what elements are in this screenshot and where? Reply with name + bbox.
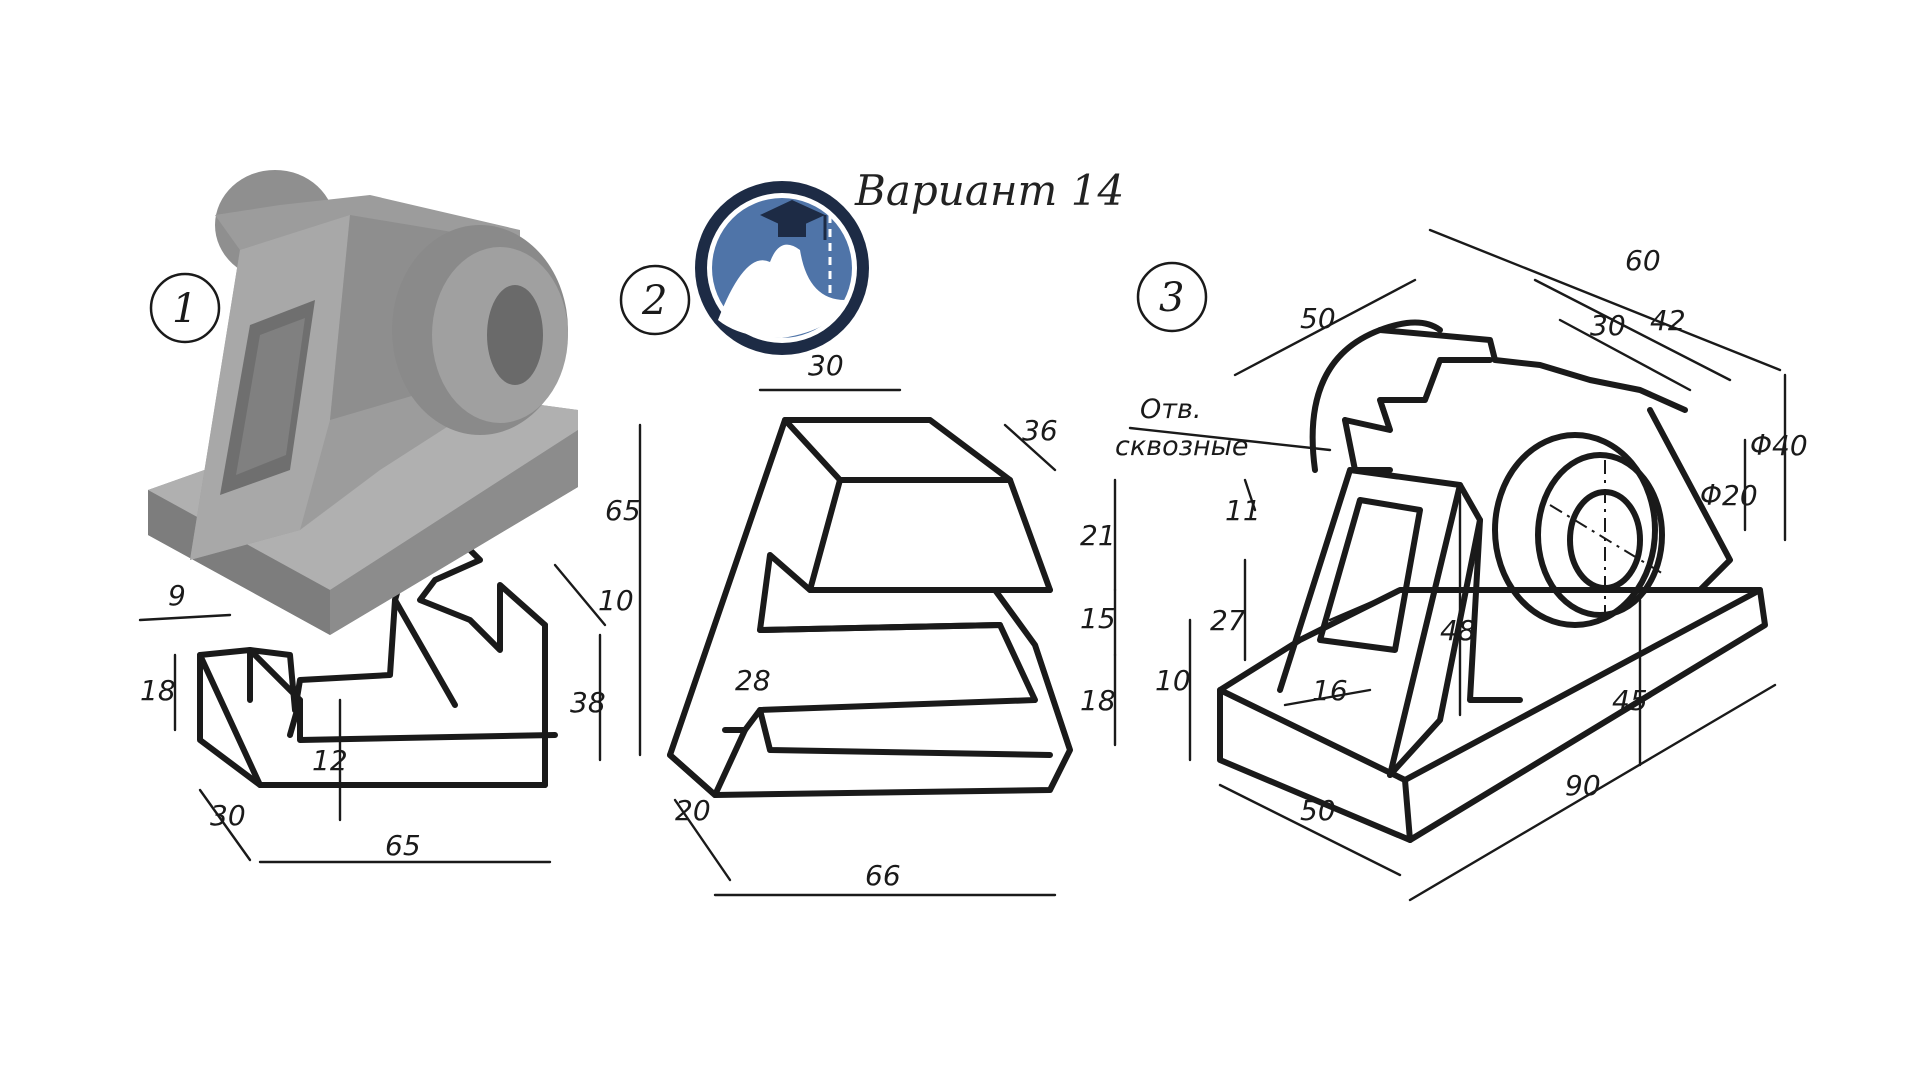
dim-fig3-60: 60 [1625,244,1661,277]
dim-fig3-50b: 50 [1300,794,1336,827]
dim-fig2-66: 66 [865,859,901,892]
dim-fig3-50: 50 [1300,302,1336,335]
dim-fig2-15: 15 [1080,602,1116,635]
dim-fig2-36: 36 [1022,414,1058,447]
dim-fig2-30: 30 [808,349,844,382]
note-line-2: сквозные [1115,431,1249,462]
dim-fig1-10: 10 [598,584,634,617]
dim-fig2-18: 18 [1080,684,1116,717]
dim-fig3-90: 90 [1565,769,1601,802]
figure-number-1: 1 [172,286,197,332]
dim-fig1-18: 18 [140,674,176,707]
dim-fig3-30: 30 [1590,309,1626,342]
dim-fig2-28: 28 [735,664,771,697]
dim-fig1-9: 9 [168,579,186,612]
figure-3-drawing: 3 [1115,228,1808,902]
dim-fig1-30: 30 [210,799,246,832]
dim-fig3-10: 10 [1155,664,1191,697]
dim-fig3-48: 48 [1440,614,1476,647]
dim-fig1-12: 12 [312,744,348,777]
dim-fig3-16: 16 [1312,674,1348,707]
dim-fig3-27: 27 [1210,604,1246,637]
dim-fig3-phi20: Φ20 [1700,479,1758,512]
variant-title: Вариант 14 [854,166,1124,215]
dim-fig1-65: 65 [385,829,421,862]
dim-fig3-phi40: Φ40 [1750,429,1808,462]
figure-number-3: 3 [1159,275,1184,321]
figure-2-drawing: 2 30 36 65 21 15 18 28 20 66 [605,264,1117,897]
figure-1-drawing: 1 9 18 12 30 65 38 10 [138,272,634,864]
graduation-cap-logo [695,181,869,355]
dim-fig2-65: 65 [605,494,641,527]
dim-fig2-21: 21 [1080,519,1116,552]
dim-fig3-11: 11 [1225,494,1261,527]
dim-fig1-38: 38 [570,686,606,719]
figure-number-2: 2 [641,278,667,324]
figure-1-3d-render [148,170,578,635]
dim-fig2-20: 20 [675,794,711,827]
dim-fig3-45: 45 [1612,684,1648,717]
dim-fig3-42: 42 [1650,304,1686,337]
note-line-1: Отв. [1140,394,1201,425]
